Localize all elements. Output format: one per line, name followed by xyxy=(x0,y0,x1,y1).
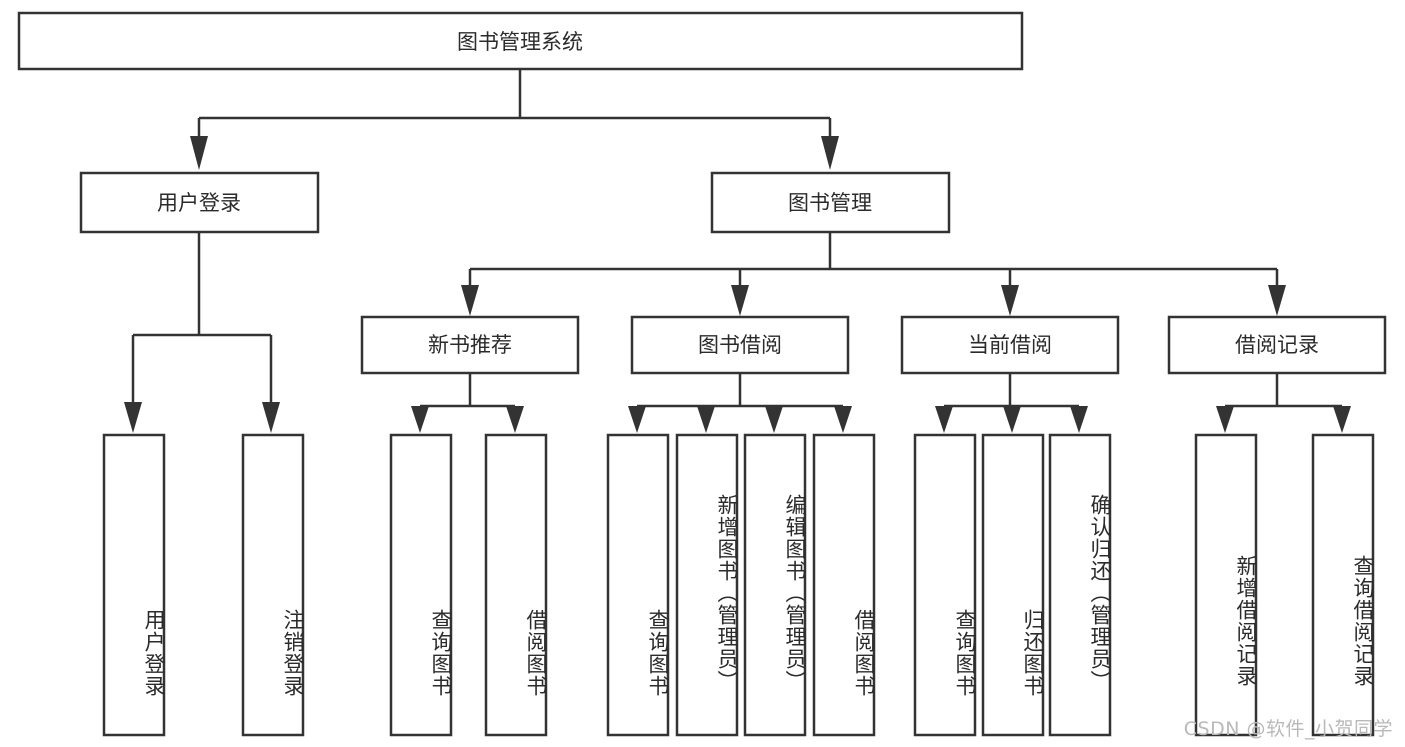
connector-layer xyxy=(124,69,1351,433)
node-borrow-record[interactable] xyxy=(1167,315,1387,375)
arrowhead-current-borrow xyxy=(1001,285,1019,316)
arrowhead-user-login xyxy=(190,136,208,170)
arrowhead-leaf-confirm-return xyxy=(1070,406,1088,433)
arrowhead-leaf-borrow-book-2 xyxy=(834,406,852,433)
node-root[interactable] xyxy=(17,11,1024,71)
node-new-book-recommend[interactable] xyxy=(360,315,580,375)
node-borrow-record-label: 借阅记录 xyxy=(1235,333,1319,357)
node-leaf-query-book-1[interactable] xyxy=(389,433,453,737)
node-leaf-add-record[interactable] xyxy=(1194,433,1258,737)
node-leaf-query-record[interactable] xyxy=(1311,433,1375,737)
node-user-login-label: 用户登录 xyxy=(157,191,241,215)
node-new-book-recommend-label: 新书推荐 xyxy=(428,333,512,357)
arrowhead-leaf-logout-login xyxy=(262,402,280,433)
arrowhead-leaf-query-book-1 xyxy=(411,406,429,433)
node-book-management-label: 图书管理 xyxy=(788,191,872,215)
node-user-login[interactable] xyxy=(79,171,320,234)
arrowhead-leaf-query-book-2 xyxy=(628,406,646,433)
arrowhead-leaf-borrow-book-1 xyxy=(506,406,524,433)
arrowhead-leaf-edit-book xyxy=(765,406,783,433)
arrowhead-leaf-user-login xyxy=(124,402,142,433)
node-book-borrow-label: 图书借阅 xyxy=(698,333,782,357)
arrowhead-leaf-add-book xyxy=(697,406,715,433)
arrowhead-leaf-add-record xyxy=(1216,406,1234,433)
node-leaf-logout-login[interactable] xyxy=(241,433,305,737)
node-current-borrow-label: 当前借阅 xyxy=(968,333,1052,357)
arrowhead-leaf-return-book xyxy=(1003,406,1021,433)
arrowhead-book-management xyxy=(821,136,839,170)
node-layer: 图书管理系统 用户登录 图书管理 新书推荐 图书借阅 当前借阅 借阅记录 xyxy=(17,11,1387,737)
node-leaf-add-book[interactable] xyxy=(675,433,739,737)
node-leaf-query-book-3[interactable] xyxy=(913,433,977,737)
watermark-text: CSDN @软件_小贺同学 xyxy=(1183,718,1393,740)
node-current-borrow[interactable] xyxy=(900,315,1120,375)
node-leaf-query-book-2[interactable] xyxy=(606,433,670,737)
node-root-label: 图书管理系统 xyxy=(457,30,583,54)
node-leaf-edit-book[interactable] xyxy=(743,433,807,737)
node-leaf-confirm-return[interactable] xyxy=(1048,433,1112,737)
arrowhead-borrow-record xyxy=(1268,285,1286,316)
node-book-borrow[interactable] xyxy=(630,315,850,375)
arrowhead-leaf-query-book-3 xyxy=(935,406,953,433)
node-book-management[interactable] xyxy=(710,171,951,234)
node-leaf-return-book[interactable] xyxy=(981,433,1045,737)
arrowhead-new-book-recommend xyxy=(461,285,479,316)
arrowhead-book-borrow xyxy=(731,285,749,316)
arrowhead-leaf-query-record xyxy=(1333,406,1351,433)
node-leaf-borrow-book-2[interactable] xyxy=(812,433,876,737)
node-leaf-user-login[interactable] xyxy=(102,433,166,737)
node-leaf-borrow-book-1[interactable] xyxy=(484,433,548,737)
